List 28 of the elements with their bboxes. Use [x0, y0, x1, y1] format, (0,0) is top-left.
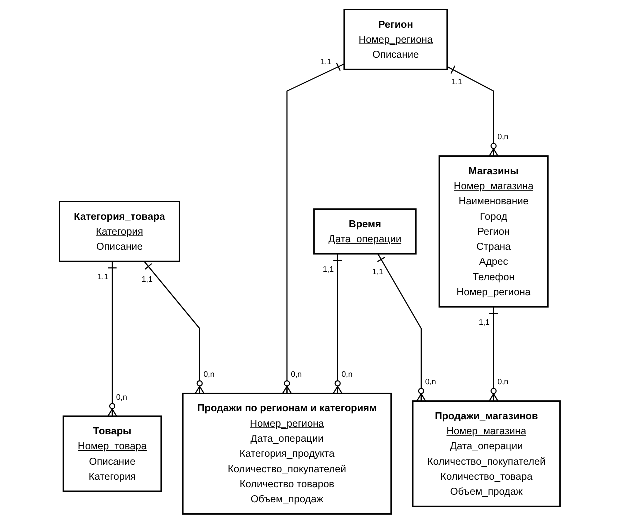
cardinality-label: 1,1 — [323, 265, 334, 274]
entity-box: Товары Номер_товара Описание Категория — [62, 416, 162, 492]
relationship-line — [377, 254, 426, 402]
cardinality-label: 1,1 — [452, 78, 463, 87]
cardinality-label: 1,1 — [142, 274, 153, 284]
entity-box: Время Дата_операции — [314, 208, 417, 255]
entity-box: Продажи по регионам и категориям Номер_региона Дата_операции Категория_продукта Количество_покупателей Количество товаров Объем_продаж — [182, 392, 392, 515]
relationship-line — [333, 254, 343, 394]
cardinality-label: 0,n — [498, 132, 509, 142]
cardinality-label: 0,n — [342, 370, 353, 380]
cardinality-label: 1,1 — [98, 272, 109, 282]
cardinality-label: 1,1 — [372, 268, 384, 277]
entity-box: Продажи_магазинов Номер_магазина Дата_операции Количество_покупателей Количество_товара Объем_продаж — [412, 400, 561, 508]
relationship-line — [488, 307, 499, 402]
cardinality-label: 0,n — [116, 392, 128, 402]
relationship-line — [282, 62, 345, 394]
relationship-line — [144, 261, 205, 394]
cardinality-label: 1,1 — [320, 58, 332, 67]
entity-box: Категория_товара Категория Описание — [59, 201, 180, 262]
relationship-line — [108, 262, 118, 417]
cardinality-label: 0,n — [498, 378, 509, 387]
cardinality-label: 1,1 — [478, 318, 490, 328]
entity-box: Регион Номер_региона Описание — [344, 9, 448, 70]
cardinality-label: 0,n — [425, 378, 436, 387]
cardinality-label: 0,n — [291, 370, 302, 380]
entity-box: Магазины Номер_магазина Наименование Город Регион Страна Адрес Телефон Номер_региона — [438, 156, 549, 308]
cardinality-label: 0,n — [204, 370, 215, 380]
relationship-line — [447, 66, 499, 157]
